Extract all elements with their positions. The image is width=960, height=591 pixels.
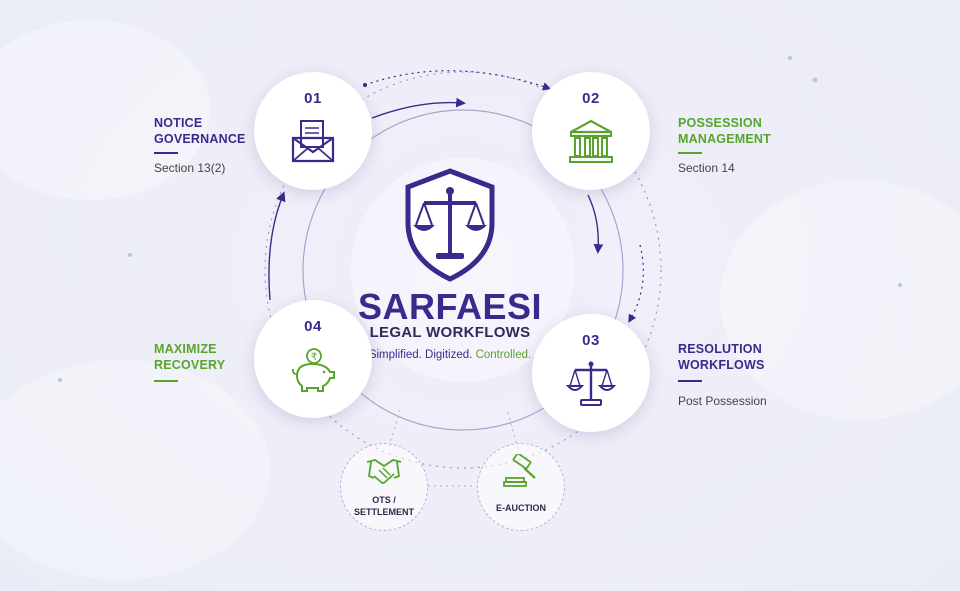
- step-02-circle: 02: [532, 72, 650, 190]
- arrow-outer-right: [628, 244, 644, 323]
- center-subtitle: LEGAL WORKFLOWS: [369, 324, 531, 341]
- step-02-title: POSSESSION MANAGEMENT: [678, 115, 771, 147]
- arrow-01-to-02: [371, 97, 466, 119]
- step-03-divider: [678, 380, 702, 382]
- courthouse-icon: [569, 119, 613, 163]
- step-01-title-line1: NOTICE: [154, 116, 203, 130]
- outcome-eauction-line1: E-AUCTION: [496, 503, 546, 513]
- step-01-title-line2: GOVERNANCE: [154, 132, 246, 146]
- step-02-title-line2: MANAGEMENT: [678, 132, 771, 146]
- step-03-subtitle: Post Possession: [678, 394, 767, 408]
- decor-dot: [363, 83, 367, 87]
- step-02-subtitle: Section 14: [678, 161, 735, 175]
- decor-dot: [128, 253, 132, 257]
- decor-dot: [788, 56, 792, 60]
- step-04-circle: 04 ₹: [254, 300, 372, 418]
- background-glow: [0, 360, 270, 580]
- outer-dashed-ring: [264, 71, 662, 469]
- shield-scales-icon: [405, 168, 495, 282]
- step-03-circle: 03: [532, 314, 650, 432]
- svg-text:₹: ₹: [311, 352, 317, 363]
- decor-dot: [812, 77, 818, 83]
- arrow-02-to-03: [587, 194, 604, 254]
- outcome-eauction-circle: E-AUCTION: [477, 443, 565, 531]
- step-04-title-line1: MAXIMIZE: [154, 342, 217, 356]
- background-glow: [720, 180, 960, 420]
- step-01-title: NOTICE GOVERNANCE: [154, 115, 246, 147]
- step-01-circle: 01: [254, 72, 372, 190]
- outcome-ots-line2: SETTLEMENT: [354, 507, 414, 517]
- step-03-title-line1: RESOLUTION: [678, 342, 762, 356]
- connector-eauction: [507, 411, 519, 451]
- decor-dot: [898, 283, 902, 287]
- arrow-04-to-01: [268, 191, 286, 301]
- arrow-outer-top: [364, 70, 552, 91]
- envelope-letter-icon: [291, 120, 335, 163]
- step-01-divider: [154, 152, 178, 154]
- outcome-eauction-label: E-AUCTION: [478, 502, 564, 514]
- step-01-subtitle: Section 13(2): [154, 161, 226, 175]
- tagline-part1: Simplified. Digitized.: [368, 349, 473, 361]
- gavel-icon: [503, 454, 536, 487]
- step-02-divider: [678, 152, 702, 154]
- inner-cycle-ring: [302, 109, 624, 431]
- connector-ots: [387, 409, 401, 451]
- background-glow: [0, 20, 210, 200]
- handshake-icon: [366, 459, 402, 484]
- outcome-ots-label: OTS / SETTLEMENT: [341, 494, 427, 518]
- tagline-part2: Controlled.: [475, 349, 532, 361]
- step-03-title: RESOLUTION WORKFLOWS: [678, 341, 765, 373]
- step-02-title-line1: POSSESSION: [678, 116, 762, 130]
- step-04-divider: [154, 380, 178, 382]
- step-number: 02: [582, 90, 600, 107]
- scales-icon: [566, 361, 616, 406]
- center-title: SARFAESI: [357, 286, 543, 327]
- step-04-title-line2: RECOVERY: [154, 358, 226, 372]
- outcome-ots-line1: OTS /: [372, 495, 396, 505]
- step-number: 04: [304, 318, 322, 335]
- decor-dot: [58, 378, 62, 382]
- piggy-bank-rupee-icon: ₹: [291, 348, 335, 392]
- step-04-title: MAXIMIZE RECOVERY: [154, 341, 225, 373]
- outcome-ots-circle: OTS / SETTLEMENT: [340, 443, 428, 531]
- step-number: 03: [582, 332, 600, 349]
- step-03-title-line2: WORKFLOWS: [678, 358, 765, 372]
- step-number: 01: [304, 90, 322, 107]
- center-tagline: Simplified. Digitized. Controlled.: [330, 349, 570, 361]
